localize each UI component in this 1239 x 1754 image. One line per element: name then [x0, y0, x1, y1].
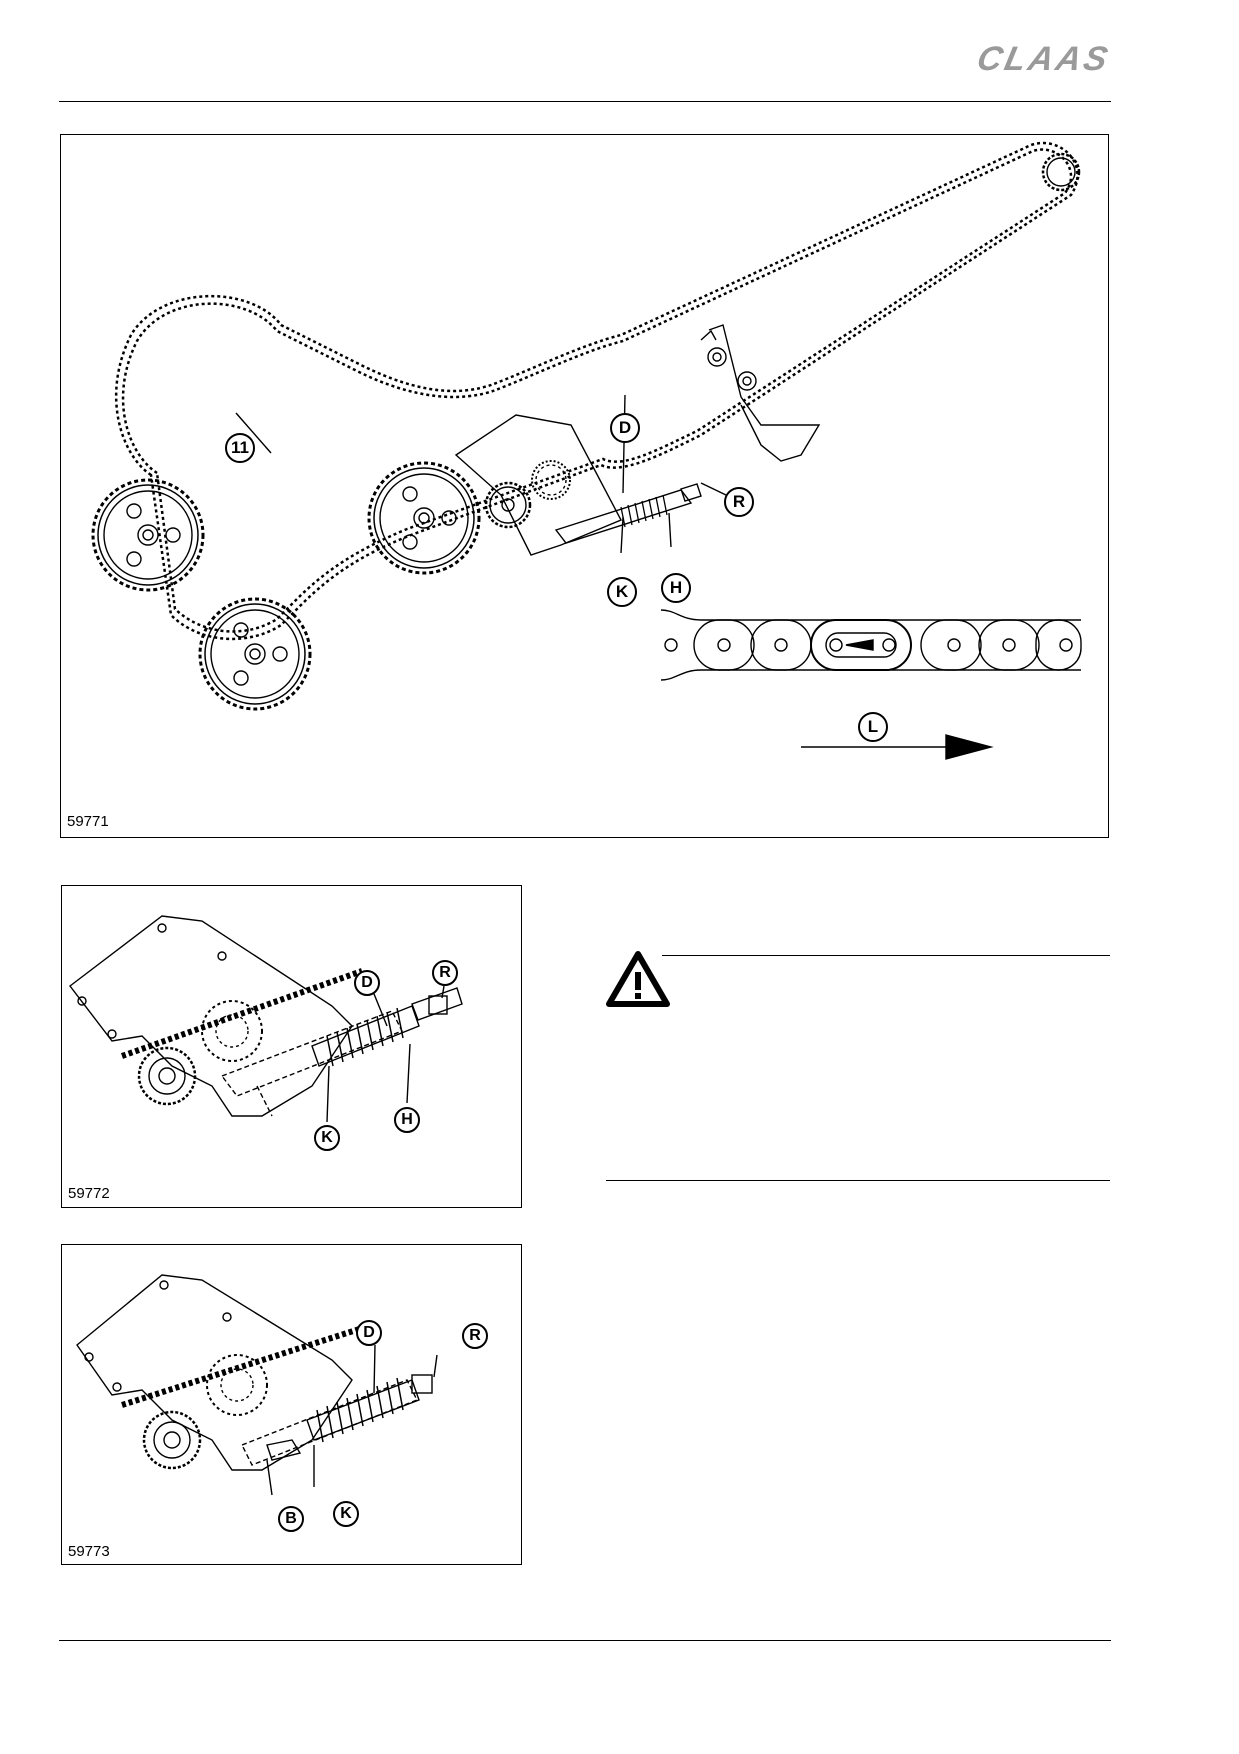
figure-59772: D R K H 59772 — [61, 885, 522, 1208]
tensioner-detail-drawing — [69, 915, 463, 1123]
callout-11: 11 — [225, 433, 255, 463]
figure-number: 59772 — [68, 1185, 110, 1202]
header-rule — [59, 101, 1111, 102]
callout-D: D — [354, 970, 380, 996]
callout-H: H — [661, 573, 691, 603]
callout-R: R — [432, 960, 458, 986]
footer-rule — [59, 1640, 1111, 1641]
chain-link-detail — [660, 609, 1082, 760]
callout-B: B — [278, 1506, 304, 1532]
callout-H: H — [394, 1107, 420, 1133]
chain-drive-drawing — [91, 141, 1082, 760]
figure-59771: 11 D R K H L 59771 — [60, 134, 1109, 838]
callout-D: D — [356, 1320, 382, 1346]
callout-R: R — [462, 1323, 488, 1349]
callout-R: R — [724, 487, 754, 517]
tensioner-adjusted-drawing — [76, 1274, 438, 1496]
callout-K: K — [607, 577, 637, 607]
claas-logo: CLAAS — [973, 40, 1114, 78]
callout-D: D — [610, 413, 640, 443]
figure-59773: D R B K 59773 — [61, 1244, 522, 1565]
callout-L: L — [858, 712, 888, 742]
callout-K: K — [333, 1501, 359, 1527]
callout-K: K — [314, 1125, 340, 1151]
figure-number: 59773 — [68, 1543, 110, 1560]
warning-top-rule — [662, 955, 1110, 956]
warning-triangle-icon — [606, 951, 670, 1007]
warning-bottom-rule — [606, 1180, 1110, 1181]
figure-number: 59771 — [67, 813, 109, 830]
